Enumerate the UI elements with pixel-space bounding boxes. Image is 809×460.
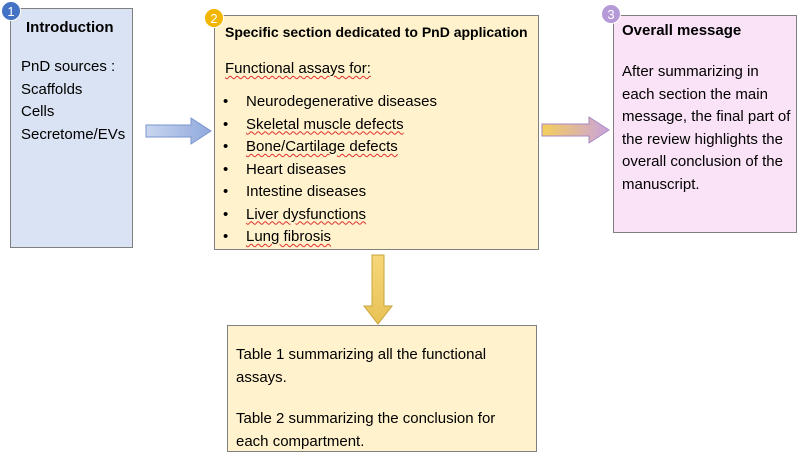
table-2-summary: Table 2 summarizing the conclusion for e…: [236, 410, 496, 450]
list-item: •Intestine diseases: [223, 183, 367, 200]
overall-message-box: Overall message After summarizing in eac…: [613, 15, 797, 233]
arrow-specific-to-overall: [541, 116, 610, 144]
pnd-sources-list: PnD sources : Scaffolds Cells Secretome/…: [21, 56, 125, 146]
overall-message-text: After summarizing in each section the ma…: [622, 63, 791, 193]
specific-section-title: Specific section dedicated to PnD applic…: [225, 24, 528, 40]
overall-message-title: Overall message: [622, 22, 742, 39]
functional-assays-label: Functional assays for:: [225, 60, 371, 77]
step-3-badge: 3: [601, 4, 621, 24]
arrow-intro-to-specific: [145, 117, 212, 145]
step-1-badge: 1: [1, 1, 21, 21]
source-cells: Cells: [21, 103, 55, 120]
specific-section-box: Specific section dedicated to PnD applic…: [214, 15, 539, 250]
source-secretome: Secretome/EVs: [21, 125, 126, 143]
list-item: •Bone/Cartilage defects: [223, 138, 398, 155]
list-item: •Neurodegenerative diseases: [223, 93, 437, 110]
source-scaffolds: Scaffolds: [21, 80, 83, 98]
tables-summary-box: Table 1 summarizing all the functional a…: [227, 325, 537, 452]
step-2-badge: 2: [204, 8, 224, 28]
arrow-specific-to-tables: [362, 254, 394, 325]
list-item: •Heart diseases: [223, 160, 347, 178]
introduction-title: Introduction: [26, 19, 114, 36]
list-item: •Liver dysfunctions: [223, 205, 367, 223]
table-1-summary: Table 1 summarizing all the functional a…: [236, 346, 487, 386]
introduction-box: Introduction PnD sources : Scaffolds Cel…: [10, 8, 133, 248]
list-item: •Lung fibrosis: [223, 228, 332, 245]
assays-list: •Neurodegenerative diseases •Skeletal mu…: [223, 91, 437, 249]
pnd-sources-label: PnD sources :: [21, 58, 116, 75]
list-item: •Skeletal muscle defects: [223, 115, 404, 133]
